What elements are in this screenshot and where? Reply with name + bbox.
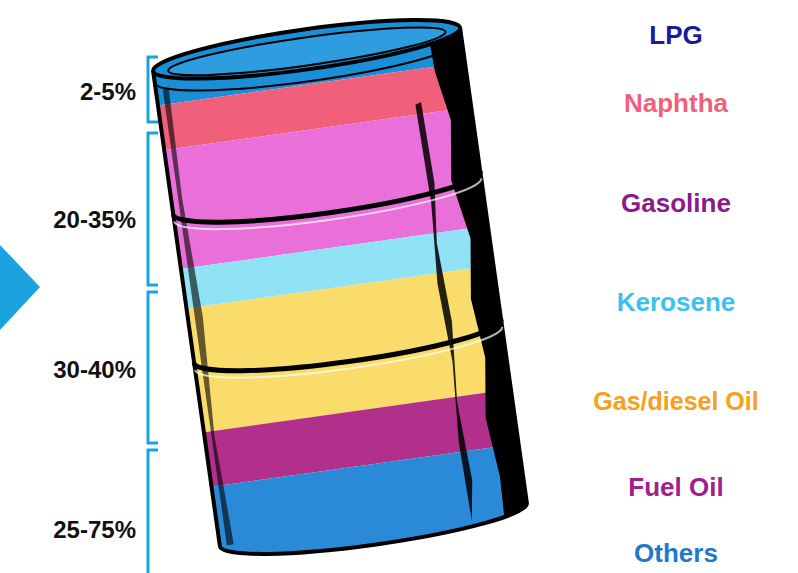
percent-label: 30-40% — [53, 357, 136, 383]
percent-label: 20-35% — [53, 207, 136, 233]
oil-barrel — [144, 0, 536, 573]
fraction-label: LPG — [649, 21, 702, 50]
range-bracket — [148, 450, 158, 573]
percent-label: 25-75% — [53, 517, 136, 543]
barrel-rim — [155, 40, 465, 103]
range-brackets — [148, 57, 158, 573]
fraction-label: Gas/diesel Oil — [593, 388, 758, 416]
barrel-rib — [174, 178, 484, 241]
range-bracket — [148, 292, 158, 443]
barrel-rib — [194, 320, 504, 383]
percent-label: 2-5% — [80, 79, 136, 105]
barrel-bands — [144, 0, 536, 573]
barrel-shadow — [163, 89, 235, 546]
barrel-lid — [150, 8, 463, 91]
fraction-label: Others — [634, 539, 718, 568]
fraction-label: Naphtha — [624, 89, 728, 118]
barrel-shadow — [411, 102, 482, 522]
pointer-arrow — [0, 245, 40, 330]
fraction-label: Kerosene — [617, 288, 736, 317]
barrel-outline — [153, 28, 530, 566]
range-bracket — [148, 133, 158, 285]
barrel-lid-inner — [166, 18, 447, 85]
barrel-rib — [195, 327, 505, 390]
barrel-rib — [173, 171, 483, 234]
fraction-label: Gasoline — [621, 189, 731, 218]
fraction-label: Fuel Oil — [628, 473, 723, 502]
